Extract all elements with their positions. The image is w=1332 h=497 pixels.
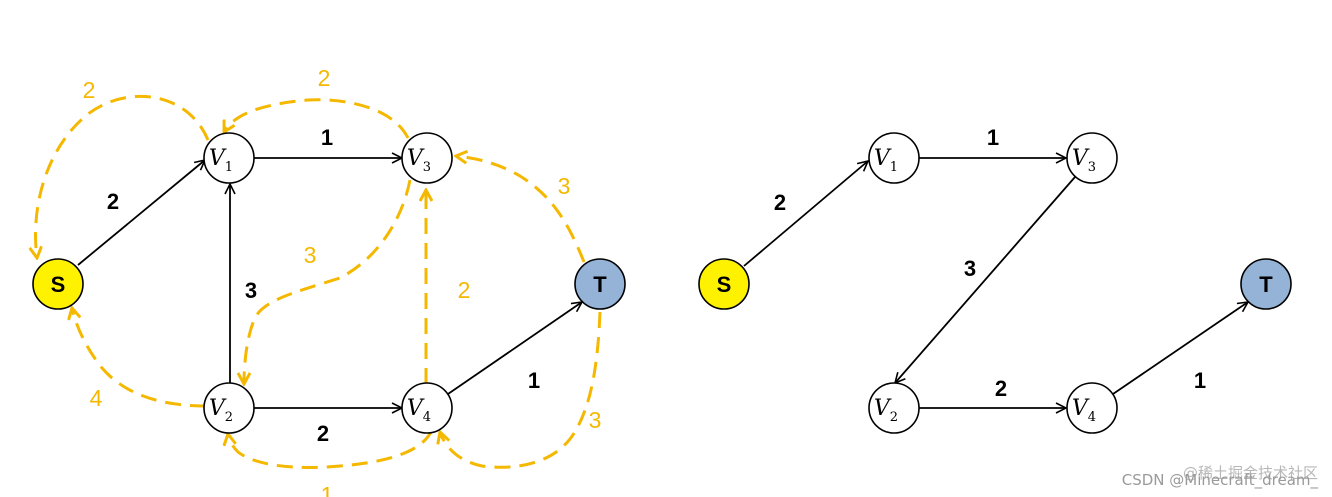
- residual-weight: 2: [458, 277, 471, 303]
- vertex-node: [203, 382, 255, 434]
- node-label: S: [51, 272, 66, 297]
- vertex-node: [868, 382, 920, 434]
- node-label: V1: [209, 146, 233, 175]
- node-label: V4: [407, 396, 431, 425]
- vertex-node: [401, 132, 453, 184]
- residual-weight: 2: [83, 77, 96, 103]
- vertex-node: [401, 382, 453, 434]
- right-node-s: S: [698, 258, 750, 310]
- left-residual-edges: [36, 94, 602, 469]
- residual-edge-v4-v2: [228, 429, 434, 469]
- node-label: V2: [874, 396, 898, 425]
- right-graph: S T V1 V2 V3 V4: [698, 125, 1292, 434]
- watermark-text: CSDN @Minecraft_dream_: [1121, 471, 1318, 489]
- node-label: V2: [209, 396, 233, 425]
- left-node-v1: V1: [203, 132, 255, 184]
- edge-weight: 2: [107, 189, 119, 214]
- residual-edge-v3-v2: [244, 179, 412, 384]
- right-node-v4: V4: [1066, 382, 1118, 434]
- left-edges: [77, 158, 582, 408]
- sink-node: [1240, 258, 1292, 310]
- residual-edge-v2-s: [72, 308, 207, 408]
- edge-weight: 1: [321, 125, 333, 150]
- vertex-node: [1066, 132, 1118, 184]
- node-label: V3: [407, 146, 431, 175]
- residual-edge-v1-s: [36, 94, 210, 258]
- watermark: CSDN @Minecraft_dream_ @稀土掘金技术社区: [1121, 464, 1318, 489]
- edge-v4-t: [1112, 302, 1248, 395]
- edge-weight: 1: [528, 368, 540, 393]
- residual-weight: 3: [589, 407, 602, 433]
- residual-weight: 2: [318, 65, 331, 91]
- node-label: V4: [1072, 396, 1096, 425]
- edge-v3-v2: [895, 176, 1076, 383]
- edge-weight: 2: [995, 376, 1007, 401]
- residual-weight: 3: [304, 242, 317, 268]
- residual-edge-t-v3: [456, 156, 586, 263]
- left-graph: S T V1 V2 V3 V4: [32, 65, 626, 497]
- source-node: [32, 258, 84, 310]
- left-node-s: S: [32, 258, 84, 310]
- right-node-t: T: [1240, 258, 1292, 310]
- edge-weight: 3: [245, 278, 257, 303]
- residual-weight: 3: [558, 173, 571, 199]
- right-node-v2: V2: [868, 382, 920, 434]
- node-label: V1: [874, 146, 898, 175]
- left-node-v3: V3: [401, 132, 453, 184]
- watermark-overlay-text: @稀土掘金技术社区: [1182, 464, 1318, 482]
- edge-s-v1: [77, 160, 205, 266]
- edge-s-v1: [743, 161, 868, 267]
- node-label: S: [717, 272, 732, 297]
- right-node-v3: V3: [1066, 132, 1118, 184]
- vertex-node: [203, 132, 255, 184]
- sink-node: [574, 258, 626, 310]
- residual-weight: 1: [321, 482, 334, 497]
- vertex-node: [868, 132, 920, 184]
- edge-v4-t: [447, 302, 582, 395]
- residual-weight: 4: [90, 385, 103, 411]
- edge-weight: 3: [964, 256, 976, 281]
- node-label: V3: [1072, 146, 1096, 175]
- vertex-node: [1066, 382, 1118, 434]
- right-edges: [743, 158, 1248, 408]
- left-node-t: T: [574, 258, 626, 310]
- edge-weight: 1: [1194, 368, 1206, 393]
- edge-weight: 1: [987, 125, 999, 150]
- edge-weight: 2: [317, 421, 329, 446]
- left-node-v2: V2: [203, 382, 255, 434]
- source-node: [698, 258, 750, 310]
- residual-edge-t-v4: [440, 311, 602, 469]
- right-node-v1: V1: [868, 132, 920, 184]
- left-node-v4: V4: [401, 382, 453, 434]
- residual-edge-v3-v1: [224, 98, 410, 139]
- node-label: T: [1259, 272, 1273, 297]
- node-label: T: [593, 272, 607, 297]
- edge-weight: 2: [774, 190, 786, 215]
